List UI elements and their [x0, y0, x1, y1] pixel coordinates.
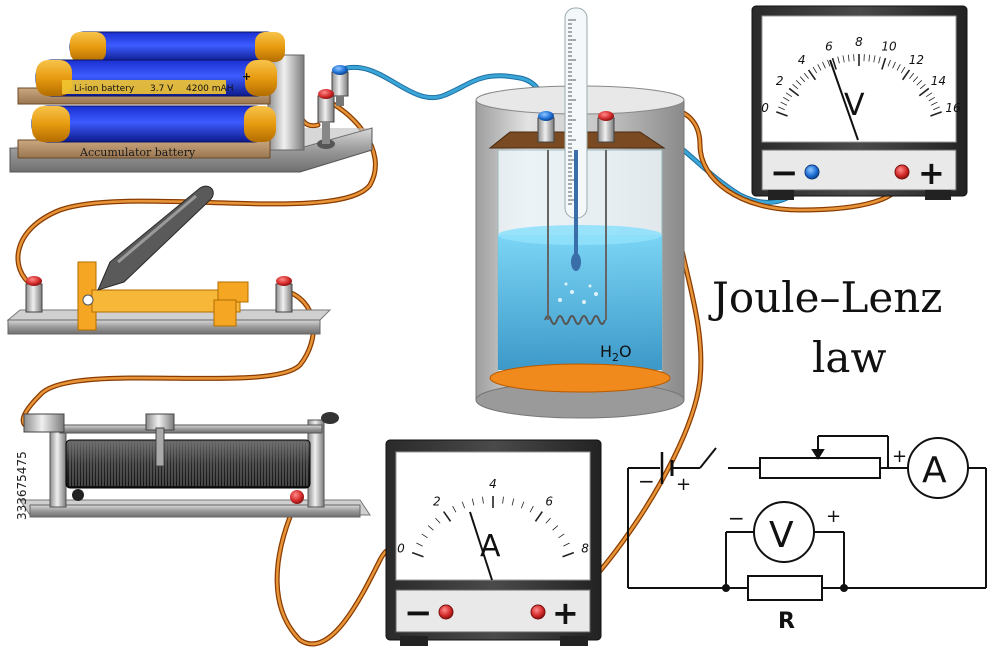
ammeter-terminal-plus[interactable] [531, 605, 545, 619]
battery-cell-label: Li-ion battery [74, 84, 135, 94]
voltmeter: 024 6 8 10 12 14 16 V − + [752, 6, 967, 200]
liquid-label: H [600, 342, 612, 361]
schematic-switch [700, 448, 716, 468]
accumulator-battery[interactable]: Li-ion battery 3.7 V 4200 mAH + Accumula… [10, 32, 372, 172]
scale-label: 12 [909, 53, 924, 67]
knife-switch[interactable] [8, 186, 330, 334]
voltmeter-symbol: V [844, 88, 865, 123]
voltmeter-terminal-minus[interactable] [805, 165, 819, 179]
schematic-rheostat [760, 458, 880, 478]
scale-label: 14 [931, 74, 946, 88]
voltmeter-plus-label: + [918, 154, 945, 192]
scale-label: 0 [761, 101, 769, 115]
scale-label: 8 [581, 541, 589, 555]
voltmeter-terminal-plus[interactable] [895, 165, 909, 179]
ammeter-plus-label: + [552, 594, 579, 632]
schematic-voltmeter-minus: − [728, 506, 745, 530]
voltmeter-minus-label: − [770, 153, 799, 193]
ammeter-symbol: A [480, 529, 501, 564]
ammeter: 0 2 4 6 8 A − + [386, 440, 601, 646]
schematic-battery-minus: − [638, 469, 655, 493]
liquid-label-subscript: 2 [612, 351, 619, 364]
rheostat[interactable] [20, 412, 370, 517]
liquid-label-end: O [619, 342, 632, 361]
scale-label: 16 [945, 101, 961, 115]
battery-plus-mark: + [242, 70, 251, 83]
schematic-resistor [748, 576, 822, 600]
schematic-voltmeter-symbol: V [769, 515, 794, 556]
scale-label: 6 [825, 40, 833, 54]
battery-pack-label: Accumulator battery [79, 146, 196, 159]
title-line-1: Joule–Lenz [708, 273, 942, 322]
ammeter-terminal-minus[interactable] [439, 605, 453, 619]
switch-terminal-left[interactable] [26, 276, 42, 312]
beaker-terminal-red[interactable] [598, 111, 614, 142]
rheostat-terminal-red[interactable] [290, 490, 304, 504]
stock-id: 333675475 [15, 451, 29, 520]
battery-capacity: 4200 mAH [186, 84, 233, 94]
battery-voltage: 3.7 V [150, 84, 174, 94]
scale-label: 4 [489, 477, 497, 491]
beaker-terminal-blue[interactable] [538, 111, 554, 142]
scale-label: 6 [545, 495, 553, 509]
scale-label: 4 [798, 53, 806, 67]
schematic-voltmeter-plus: + [826, 506, 841, 527]
water [498, 235, 662, 370]
schematic-ammeter-symbol: A [922, 450, 947, 491]
scale-label: 10 [881, 40, 897, 54]
calorimeter: H2O [476, 8, 684, 418]
switch-terminal-right[interactable] [276, 276, 292, 312]
schematic-ammeter-plus: + [892, 446, 907, 467]
scale-label: 8 [855, 35, 863, 49]
title-line-2: law [812, 333, 886, 382]
scale-label: 0 [397, 541, 405, 555]
ammeter-minus-label: − [404, 593, 433, 633]
schematic-battery-plus: + [676, 474, 691, 495]
scale-label: 2 [776, 74, 784, 88]
schematic-resistor-label: R [778, 609, 795, 634]
scale-label: 2 [433, 495, 441, 509]
